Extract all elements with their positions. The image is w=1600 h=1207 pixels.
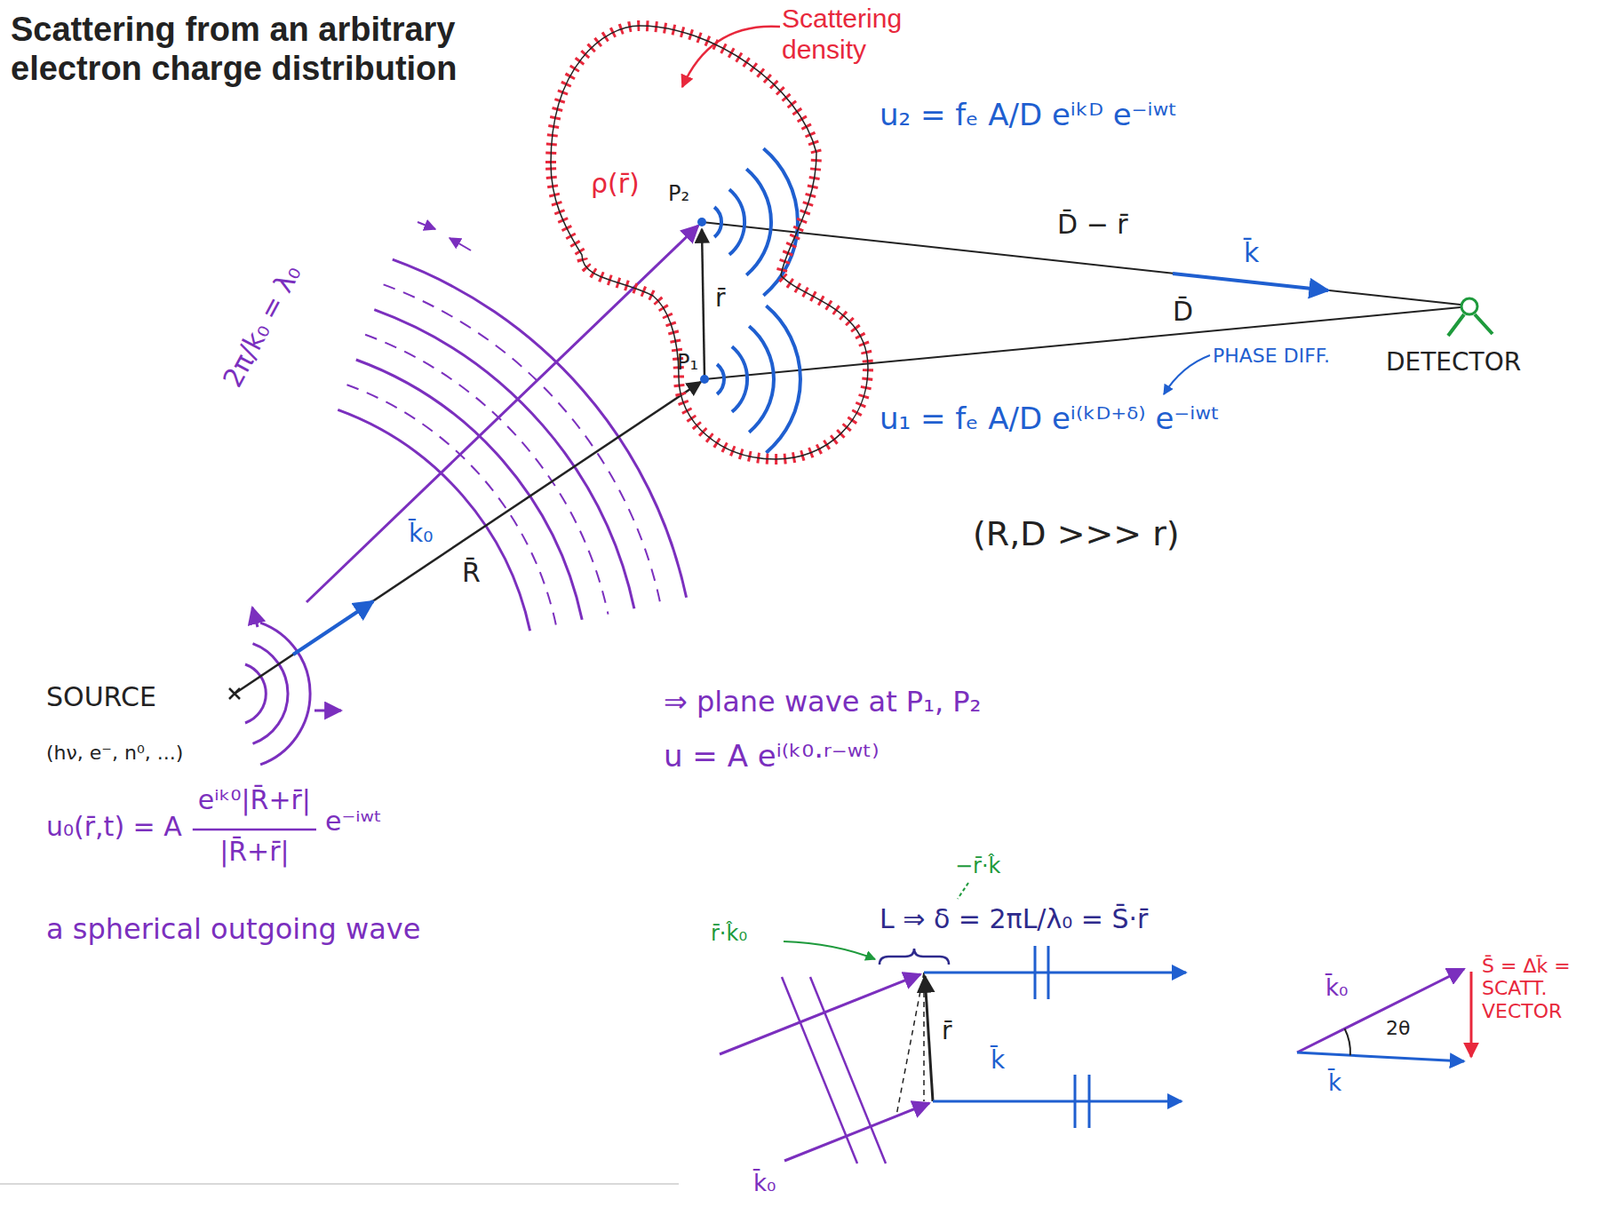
propagation-arrow xyxy=(314,709,342,713)
wave-equation: u₁ = fₑ A/D eⁱ⁽ᵏᴰ⁺ᵟ⁾ e⁻ⁱʷᵗ xyxy=(879,401,1220,437)
scattering-triangle xyxy=(1297,969,1472,1062)
fraction-bar xyxy=(192,828,317,832)
wave-equation: u₀(r̄,t) = A xyxy=(46,811,183,844)
wave-equation: u₂ = fₑ A/D eⁱᵏᴰ e⁻ⁱʷᵗ xyxy=(879,97,1178,133)
vector-label: k̄₀ xyxy=(408,519,433,549)
wavefront xyxy=(245,664,266,724)
vector-label: k̄₀ xyxy=(753,1170,776,1198)
wave-equation: u = A eⁱ⁽ᵏ⁰·ʳ⁻ʷᵗ⁾ xyxy=(663,739,880,774)
vector-label: R̄ xyxy=(461,557,481,590)
projection-line xyxy=(896,972,924,1116)
wave-equation: eⁱᵏ⁰|R̄+r̄| xyxy=(198,785,311,817)
scattered-ray xyxy=(923,971,1187,975)
region-border xyxy=(550,25,868,460)
path-difference-inset xyxy=(719,883,1187,1164)
point-label: P₂ xyxy=(668,182,690,207)
point-label: P₁ xyxy=(676,350,699,376)
leader-line xyxy=(682,26,781,88)
source-types: (hν, e⁻, n⁰, ...) xyxy=(46,741,184,765)
wavefront xyxy=(714,206,722,238)
annotation: ⇒ plane wave at P₁, P₂ xyxy=(663,685,981,719)
wavefront xyxy=(716,364,725,395)
wave-vector-arrow xyxy=(293,601,374,655)
leader-line xyxy=(957,883,969,900)
scattering-vector xyxy=(1470,971,1473,1058)
wave-vector-arrow xyxy=(1172,273,1329,291)
wavefront xyxy=(732,346,748,413)
propagation-arrow xyxy=(252,607,258,628)
scattering-density-region: ρ(r̄) P₂ P₁ xyxy=(533,13,880,471)
wavefront xyxy=(729,189,745,255)
wavefront xyxy=(781,977,886,1164)
scattering-point xyxy=(697,217,707,227)
vector-label: r̄ xyxy=(715,284,726,313)
diagram-title: Scattering from an arbitrary electron ch… xyxy=(10,10,580,88)
wavefront xyxy=(374,310,635,610)
wavefront xyxy=(765,305,801,453)
density-symbol: ρ(r̄) xyxy=(590,168,640,200)
vector-label: r̄ xyxy=(941,1017,953,1046)
angle-arc xyxy=(1345,1028,1351,1056)
vector-label: k̄ xyxy=(1243,238,1259,270)
wavefront xyxy=(746,168,772,275)
separation-vector xyxy=(701,229,705,377)
annotation: a spherical outgoing wave xyxy=(46,913,421,947)
projection-label: −r̄·k̂ xyxy=(955,854,1002,880)
incident-ray xyxy=(784,1103,930,1162)
region-hatching xyxy=(550,25,868,460)
phase-pointer xyxy=(1163,355,1210,395)
path-brace xyxy=(879,948,949,965)
wavefront xyxy=(337,409,530,631)
annotation: PHASE DIFF. xyxy=(1212,344,1330,367)
wavefront xyxy=(748,326,774,432)
wave-equation: e⁻ⁱʷᵗ xyxy=(325,806,383,838)
projection-label: r̄·k̂₀ xyxy=(710,922,748,948)
scattered-ray xyxy=(932,1100,1182,1104)
wavelength-marker xyxy=(417,222,436,230)
vector-label: k̄ xyxy=(990,1046,1005,1075)
scattering-point xyxy=(700,374,709,384)
wavefront xyxy=(1034,946,1090,1129)
leader-line xyxy=(783,941,876,960)
detector-label: DETECTOR xyxy=(1385,348,1521,377)
phase-equation: L ⇒ δ = 2πL/λ₀ = S̄·r̄ xyxy=(879,904,1148,936)
wavelength-marker xyxy=(449,238,471,251)
scattering-vector-label: S̄ = Δk̄ = SCATT. VECTOR xyxy=(1481,955,1593,1023)
vector-label: D̄ xyxy=(1172,296,1194,328)
wavefront xyxy=(356,359,582,621)
region-caption: Scattering density xyxy=(781,3,933,65)
path-to-detector xyxy=(704,307,1461,380)
wave-equation: |R̄+r̄| xyxy=(219,836,290,868)
vector-label: k̄ xyxy=(1328,1070,1342,1098)
incident-wave-vector xyxy=(1297,969,1465,1053)
condition-note: (R,D >>> r) xyxy=(972,515,1180,555)
source-label: SOURCE xyxy=(46,682,157,714)
wavefront xyxy=(253,644,289,745)
vector-label: D̄ − r̄ xyxy=(1057,209,1129,241)
wavefront xyxy=(260,622,311,765)
wavefront xyxy=(347,384,557,626)
scattered-wave-vector xyxy=(1297,1052,1465,1062)
angle-label: 2θ xyxy=(1385,1017,1410,1040)
region-outline xyxy=(533,13,880,471)
detector-symbol xyxy=(1448,314,1493,336)
separation-vector xyxy=(924,976,933,1102)
vector-label: k̄₀ xyxy=(1325,975,1348,1003)
incident-ray xyxy=(306,225,699,603)
wavefront xyxy=(392,259,687,598)
position-vector xyxy=(234,382,701,694)
wavelength-label: 2π/k₀ = λ₀ xyxy=(217,260,308,393)
detector-symbol xyxy=(1461,298,1478,315)
divider-line xyxy=(0,1183,679,1186)
incident-ray xyxy=(719,974,921,1055)
scattered-wavefronts xyxy=(714,148,801,453)
